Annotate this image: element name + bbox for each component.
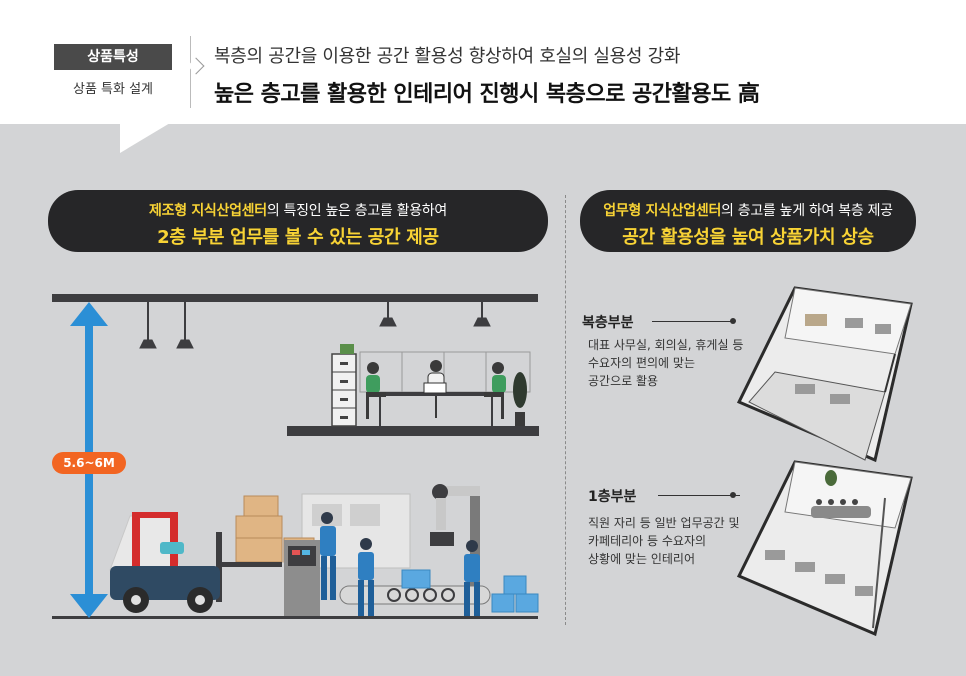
- lower-desc-line2: 카페테리아 등 수요자의: [588, 534, 707, 548]
- ground-floor-title: 1층부분: [588, 486, 742, 506]
- pendant-lamp-icon: [139, 302, 491, 349]
- section-divider: [565, 195, 566, 625]
- header-subtitle: 복층의 공간을 이용한 공간 활용성 향상하여 호실의 실용성 강화: [214, 46, 681, 67]
- forklift-illustration: [109, 512, 282, 613]
- plant-icon: [513, 372, 527, 426]
- control-console: [284, 540, 320, 616]
- ceiling-beam: [52, 294, 538, 302]
- left-headline-pill: 제조형 지식산업센터의 특징인 높은 층고를 활용하여 2층 부분 업무를 볼 …: [48, 190, 548, 252]
- upper-floor-plan-illustration: [736, 286, 913, 463]
- lower-desc-line1: 직원 자리 등 일반 업무공간 및: [588, 516, 740, 530]
- left-pill-rest: 의 특징인 높은 층고를 활용하여: [266, 203, 447, 219]
- conveyor-belt: [339, 585, 491, 605]
- lower-desc-line3: 상황에 맞는 인테리어: [588, 552, 695, 566]
- factory-mezzanine-illustration: [52, 294, 539, 619]
- floor-line: [52, 616, 538, 619]
- blue-boxes: [401, 569, 539, 613]
- right-pill-highlight: 업무형 지식산업센터: [603, 203, 722, 219]
- feature-badge: 상품특성: [54, 44, 172, 70]
- upper-floor-title: 복층부분: [582, 312, 733, 332]
- filing-cabinet: [331, 344, 357, 427]
- office-desk: [370, 392, 502, 396]
- header-divider: [190, 36, 191, 108]
- office-worker: [366, 362, 386, 419]
- ground-floor-desc: 직원 자리 등 일반 업무공간 및 카페테리아 등 수요자의 상황에 맞는 인테…: [588, 514, 740, 568]
- upper-desc-line1: 대표 사무실, 회의실, 휴게실 등: [588, 338, 744, 352]
- header-title: 높은 층고를 활용한 인테리어 진행시 복층으로 공간활용도 高: [214, 82, 760, 107]
- ceiling-height-badge: 5.6~6M: [52, 452, 126, 474]
- office-worker: [484, 362, 506, 419]
- speech-tail: [120, 123, 170, 153]
- factory-worker: [358, 538, 374, 616]
- ground-floor-plan-illustration: [736, 460, 913, 637]
- factory-worker: [320, 512, 336, 600]
- mezzanine-floor: [287, 426, 539, 436]
- feature-badge-sub: 상품 특화 설계: [72, 82, 154, 97]
- left-pill-highlight: 제조형 지식산업센터: [149, 203, 267, 219]
- upper-floor-desc: 대표 사무실, 회의실, 휴게실 등 수요자의 편의에 맞는 공간으로 활용: [588, 336, 743, 390]
- left-pill-line2: 2층 부분 업무를 볼 수 있는 공간 제공: [157, 227, 439, 248]
- factory-worker: [464, 540, 480, 616]
- right-pill-rest: 의 층고를 높게 하여 복층 제공: [721, 203, 893, 219]
- ground-floor-dot: [730, 492, 736, 498]
- upper-desc-line3: 공간으로 활용: [588, 374, 659, 388]
- robot-arm: [430, 484, 480, 586]
- upper-desc-line2: 수요자의 편의에 맞는: [588, 356, 695, 370]
- office-worker: [423, 360, 447, 418]
- upper-floor-dot: [730, 318, 736, 324]
- right-headline-pill: 업무형 지식산업센터의 층고를 높게 하여 복층 제공 공간 활용성을 높여 상…: [580, 190, 916, 252]
- right-pill-line2: 공간 활용성을 높여 상품가치 상승: [622, 227, 874, 248]
